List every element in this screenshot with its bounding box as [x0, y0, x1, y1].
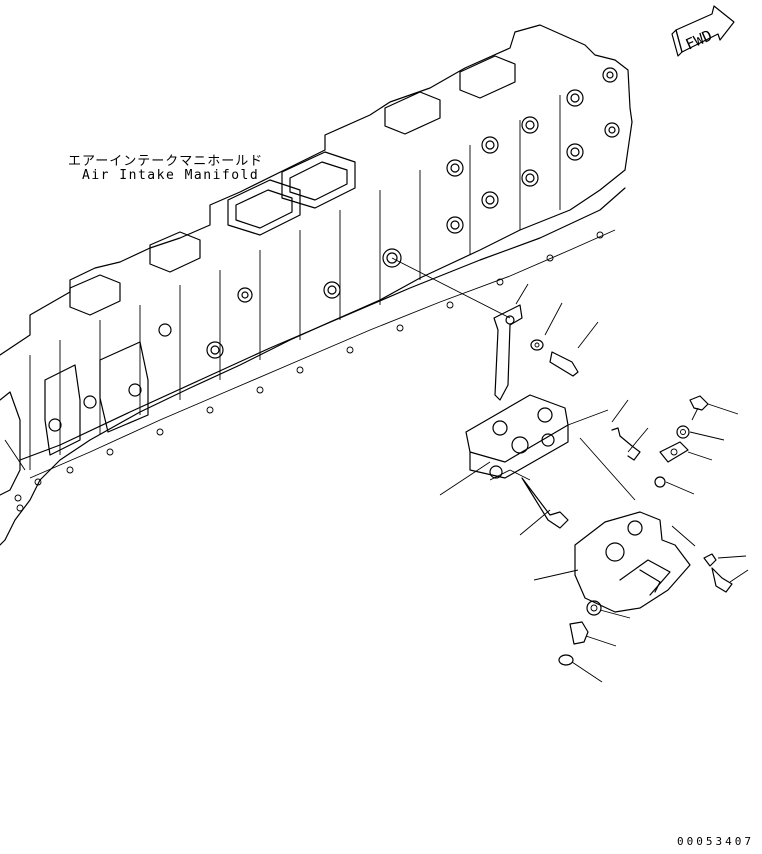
fasteners-right	[611, 395, 739, 495]
intake-device	[533, 511, 749, 683]
manifold-label-en: Air Intake Manifold	[82, 168, 260, 183]
manifold-label-jp: エアーインテークマニホールド	[68, 154, 264, 169]
fwd-label: FWD	[683, 26, 715, 53]
document-number: 00053407	[677, 835, 754, 848]
fwd-arrow-icon: FWD	[671, 5, 735, 57]
bracket-assembly	[391, 257, 599, 401]
mounting-plate	[439, 394, 636, 536]
air-intake-manifold	[0, 24, 633, 546]
